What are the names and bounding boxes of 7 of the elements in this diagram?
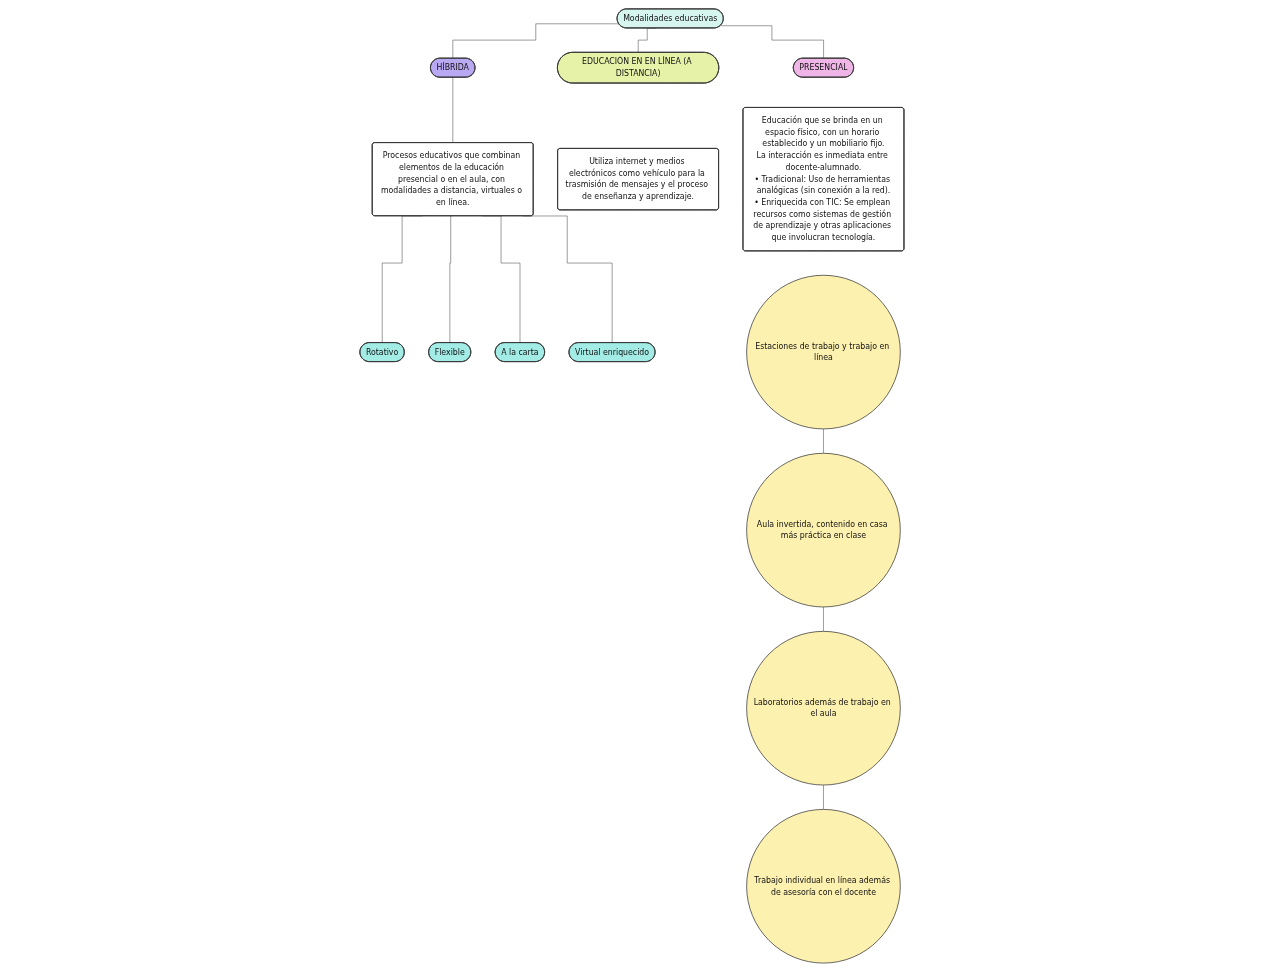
connector: [823, 784, 824, 810]
connector: [449, 215, 452, 344]
connector: [452, 77, 454, 144]
connector: [823, 606, 824, 632]
connector: [720, 25, 824, 59]
connector: [452, 23, 620, 59]
connector: [823, 428, 824, 454]
